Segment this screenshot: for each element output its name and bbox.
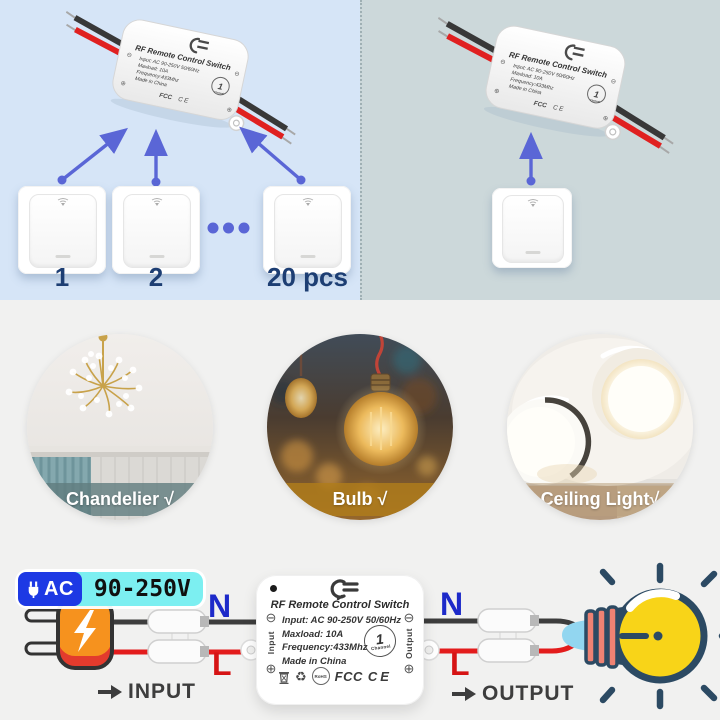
ce-mark: CE — [367, 668, 392, 684]
terminal-screw-icon: ⊖ — [265, 610, 277, 625]
arrow-right-icon — [452, 687, 476, 701]
terminal-screw-icon: ⊕ — [265, 661, 277, 676]
switch-count-2: 2 — [148, 262, 164, 292]
spec-maxload: Maxload: 10A — [282, 628, 344, 640]
application-label-band: Bulb √ — [267, 483, 453, 516]
wire-connector-input — [147, 609, 209, 664]
application-bulb-photo: Bulb √ — [267, 334, 453, 520]
wall-switch-1 — [18, 186, 106, 274]
device-title: RF Remote Control Switch — [270, 599, 410, 611]
input-caption: INPUT — [98, 680, 196, 704]
application-label: Ceiling Light√ — [540, 489, 660, 509]
input-caption-text: INPUT — [128, 680, 196, 703]
output-caption: OUTPUT — [452, 682, 574, 706]
socket-logo-icon — [330, 579, 359, 600]
power-plug-icon — [24, 596, 114, 670]
channel-word: Channel — [370, 643, 392, 652]
antenna-icon — [302, 197, 314, 206]
neutral-label-input: N — [208, 588, 232, 624]
ac-label: AC — [44, 577, 74, 600]
antenna-icon — [527, 199, 539, 208]
switch-count-20pcs: 20 pcs — [267, 262, 348, 292]
live-label-output: L — [450, 646, 470, 682]
switch-button — [123, 193, 191, 269]
switch-indicator — [300, 255, 316, 259]
antenna-icon — [151, 197, 163, 206]
lightning-icon — [74, 610, 96, 652]
wall-switch-single — [492, 188, 572, 268]
voltage-badge: AC 90-250V — [18, 572, 203, 606]
output-side-label: Output — [404, 627, 414, 659]
input-terminal-column: ⊖ Input ⊕ — [262, 611, 280, 675]
wall-switch-20 — [263, 186, 351, 274]
application-label: Bulb √ — [332, 489, 388, 509]
application-chandelier-photo: Chandelier √ — [27, 334, 213, 520]
voltage-range: 90-250V — [93, 576, 191, 602]
application-label-band: Ceiling Light√ — [507, 483, 693, 516]
switch-button — [274, 193, 342, 269]
wall-switch-2 — [112, 186, 200, 274]
rohs-icon: RoHS — [311, 667, 330, 685]
spec-made-in: Made in China — [282, 655, 347, 667]
terminal-screw-icon: ⊖ — [403, 610, 415, 625]
terminal-screw-icon: ⊕ — [403, 660, 415, 676]
switch-count-1: 1 — [54, 262, 70, 292]
application-label: Chandelier √ — [66, 489, 174, 509]
switch-indicator — [525, 250, 541, 254]
live-label-input: L — [212, 646, 232, 682]
certification-row: ♻ RoHS FCC CE — [278, 667, 392, 685]
fcc-mark: FCC — [334, 668, 363, 684]
switch-button — [502, 195, 564, 263]
application-label-band: Chandelier √ — [27, 483, 213, 516]
plug-icon — [28, 581, 39, 598]
output-terminal-column: ⊖ Output ⊕ — [400, 611, 418, 675]
light-bulb-icon — [562, 562, 720, 710]
recycle-icon: ♻ — [295, 668, 307, 684]
bulb-tip — [562, 620, 590, 651]
dispose-icon — [279, 671, 289, 684]
switch-indicator — [55, 255, 71, 259]
device-specs: Input: AC 90-250V 50/60Hz Maxload: 10A F… — [282, 614, 401, 668]
wire-connector-output — [477, 608, 539, 663]
antenna-icon — [57, 197, 69, 206]
switch-button — [29, 193, 97, 269]
spec-frequency: Frequency:433Mhz — [282, 642, 368, 653]
ac-badge: AC — [18, 572, 82, 606]
input-side-label: Input — [266, 631, 276, 655]
switch-indicator — [149, 255, 165, 259]
application-ceiling-light-photo: Ceiling Light√ — [507, 334, 693, 520]
led-indicator — [270, 585, 277, 592]
arrow-right-icon — [98, 685, 122, 699]
output-caption-text: OUTPUT — [482, 682, 575, 705]
spec-input: Input: AC 90-250V 50/60Hz — [282, 615, 401, 626]
wiring-diagram — [24, 562, 720, 710]
rf-switch-device: RF Remote Control Switch Input: AC 90-25… — [256, 575, 424, 705]
neutral-label-output: N — [440, 586, 464, 622]
light-rays-icon — [599, 562, 720, 710]
